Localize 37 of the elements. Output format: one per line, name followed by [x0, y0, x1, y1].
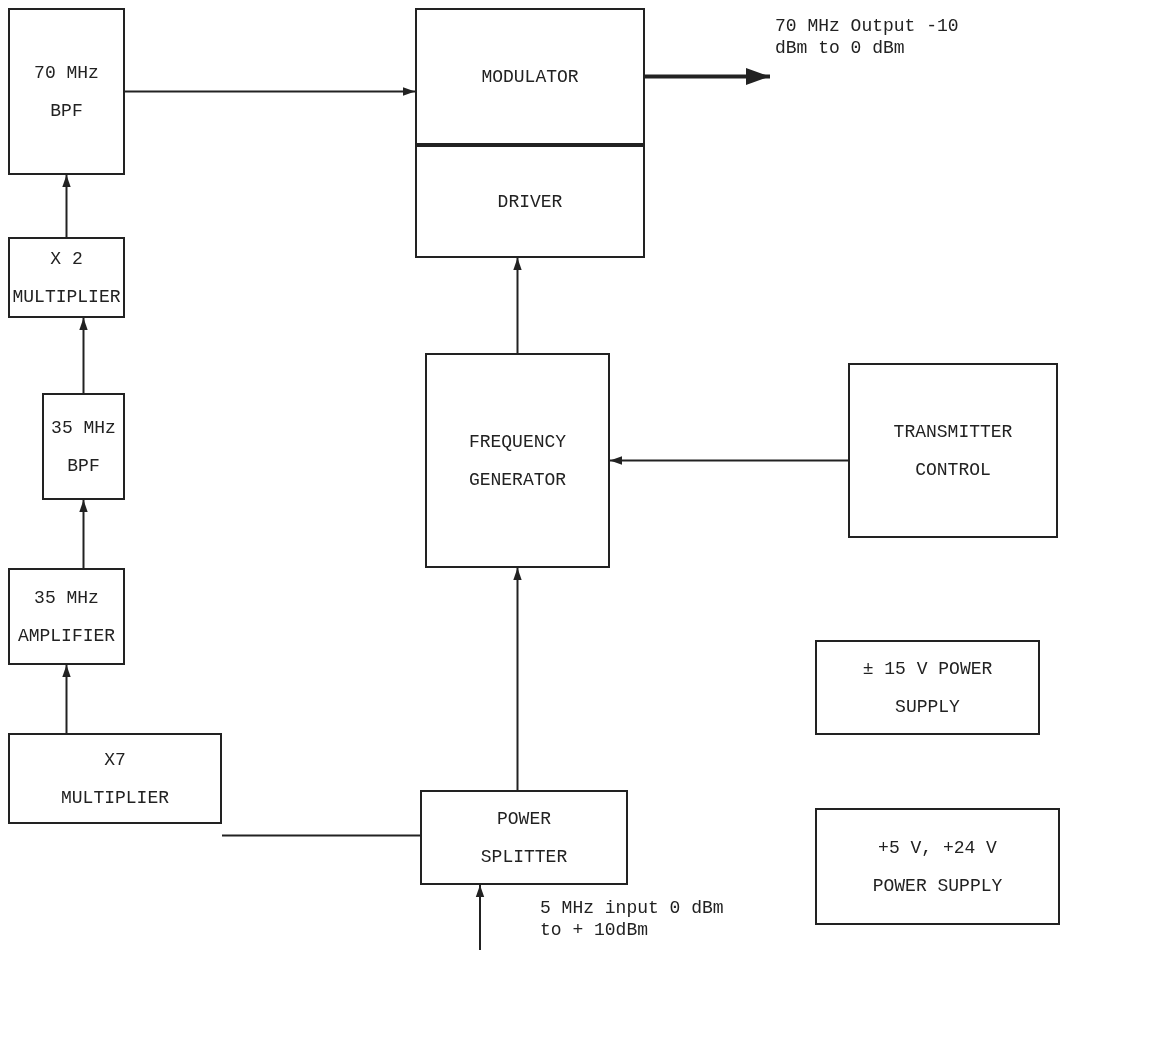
block-label: DRIVER [497, 190, 563, 214]
arrow [475, 884, 485, 951]
block-box [815, 808, 1060, 925]
block-box [815, 640, 1040, 735]
arrow [124, 87, 416, 96]
block-box [42, 393, 125, 500]
block-box [420, 790, 628, 885]
arrow [609, 456, 849, 465]
block-label: FREQUENCY GENERATOR [467, 430, 568, 492]
block-box [8, 568, 125, 665]
block-label: MODULATOR [481, 65, 579, 89]
edge-label: 5 MHz input 0 dBm to + 10dBm [540, 897, 725, 941]
block-box [415, 145, 645, 258]
arrow [79, 317, 88, 394]
block-label: POWER SPLITTER [479, 807, 569, 869]
arrow [79, 499, 88, 569]
arrow [513, 257, 522, 354]
block-label: 35 MHz BPF [50, 416, 117, 478]
block-label: X 2 MULTIPLIER [11, 247, 122, 309]
block-label: 70 MHz Output -10 dBm to 0 dBm [775, 15, 960, 59]
arrow [62, 664, 71, 734]
arrow [513, 567, 522, 791]
connector-line [221, 834, 421, 837]
block-label: 70 MHz BPF [33, 61, 100, 123]
block-box [8, 8, 125, 175]
arrow [645, 68, 770, 85]
block-box [8, 237, 125, 318]
block-label: ± 15 V POWER SUPPLY [861, 657, 994, 719]
block-label: +5 V, +24 V POWER SUPPLY [871, 836, 1004, 898]
block-box [848, 363, 1058, 538]
block-label: TRANSMITTER CONTROL [892, 420, 1014, 482]
block-label: X7 MULTIPLIER [60, 748, 170, 810]
block-box [425, 353, 610, 568]
block-label: 35 MHz AMPLIFIER [16, 586, 117, 648]
arrow [62, 174, 71, 238]
block-box [8, 733, 222, 824]
block-box [415, 8, 645, 145]
